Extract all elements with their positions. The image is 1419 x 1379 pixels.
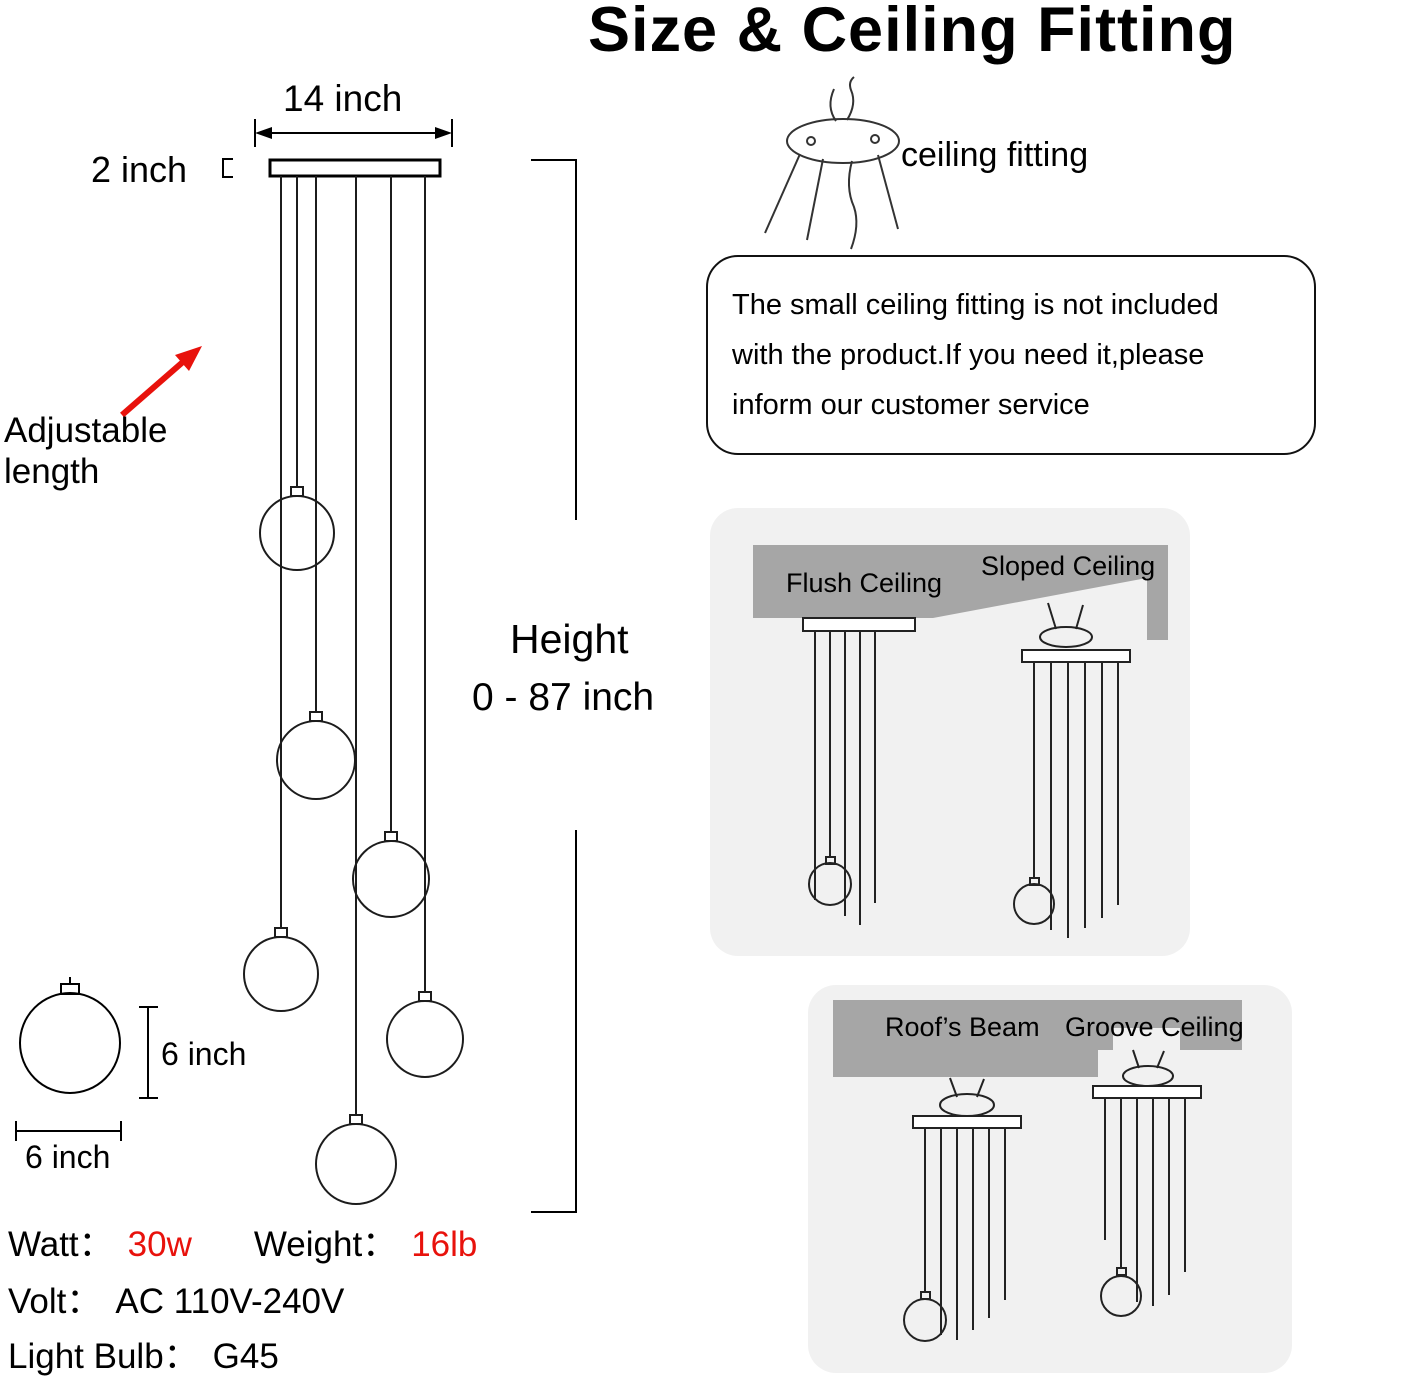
globe-width-label: 6 inch [25, 1139, 111, 1175]
volt-label: Volt： [8, 1282, 102, 1321]
adjustable-length-arrow [120, 346, 202, 418]
watt-label: Watt： [8, 1225, 114, 1264]
weight-value: 16lb [411, 1225, 478, 1264]
canopy-thickness-tick [222, 158, 233, 178]
spec-line-volt: Volt： AC 110V-240V [8, 1273, 344, 1324]
sample-globe [19, 977, 121, 1094]
pendant-globes [243, 486, 464, 1205]
groove-ceiling-label: Groove Ceiling [1065, 1012, 1244, 1042]
pendant-size-diagram [15, 119, 577, 1213]
fitting-note-line1: The small ceiling fitting is not include… [732, 289, 1219, 321]
page-title: Size & Ceiling Fitting [588, 0, 1237, 65]
canopy-bar [268, 158, 442, 178]
spec-line-bulb: Light Bulb： G45 [8, 1328, 279, 1379]
fitting-note-line3: inform our customer service [732, 388, 1090, 421]
flush-ceiling-label: Flush Ceiling [786, 568, 943, 598]
canopy-width-label: 14 inch [283, 78, 403, 119]
pendant-cords [280, 176, 426, 1115]
weight-label: Weight： [253, 1225, 398, 1264]
width-dimension-line [254, 119, 453, 147]
sloped-ceiling-label: Sloped Ceiling [981, 551, 1156, 581]
beam-groove-panel [808, 985, 1292, 1373]
adjustable-length-line1: Adjustable [4, 411, 168, 450]
roofs-beam-label: Roof’s Beam [885, 1012, 1040, 1042]
fitting-note-line2: with the product.If you need it,please [732, 338, 1205, 371]
adjustable-length-label: Adjustable length [4, 410, 167, 493]
bulb-label: Light Bulb： [8, 1337, 199, 1376]
height-range-label: 0 - 87 inch [472, 676, 655, 719]
globe-height-dimension [139, 1006, 158, 1099]
spec-line-watt-weight: Watt： 30w Weight： 16lb [8, 1216, 477, 1267]
watt-value: 30w [127, 1225, 192, 1264]
ceiling-fitting-illustration [764, 76, 900, 250]
height-title: Height [510, 616, 629, 662]
ceiling-fitting-caption: ceiling fitting [901, 136, 1089, 174]
globe-width-dimension [15, 1121, 122, 1141]
bulb-value: G45 [212, 1337, 279, 1376]
fitting-note-box: The small ceiling fitting is not include… [706, 255, 1316, 455]
volt-value: AC 110V-240V [115, 1282, 345, 1321]
globe-height-label: 6 inch [161, 1036, 247, 1072]
adjustable-length-line2: length [4, 452, 100, 492]
canopy-thickness-label: 2 inch [91, 149, 188, 190]
